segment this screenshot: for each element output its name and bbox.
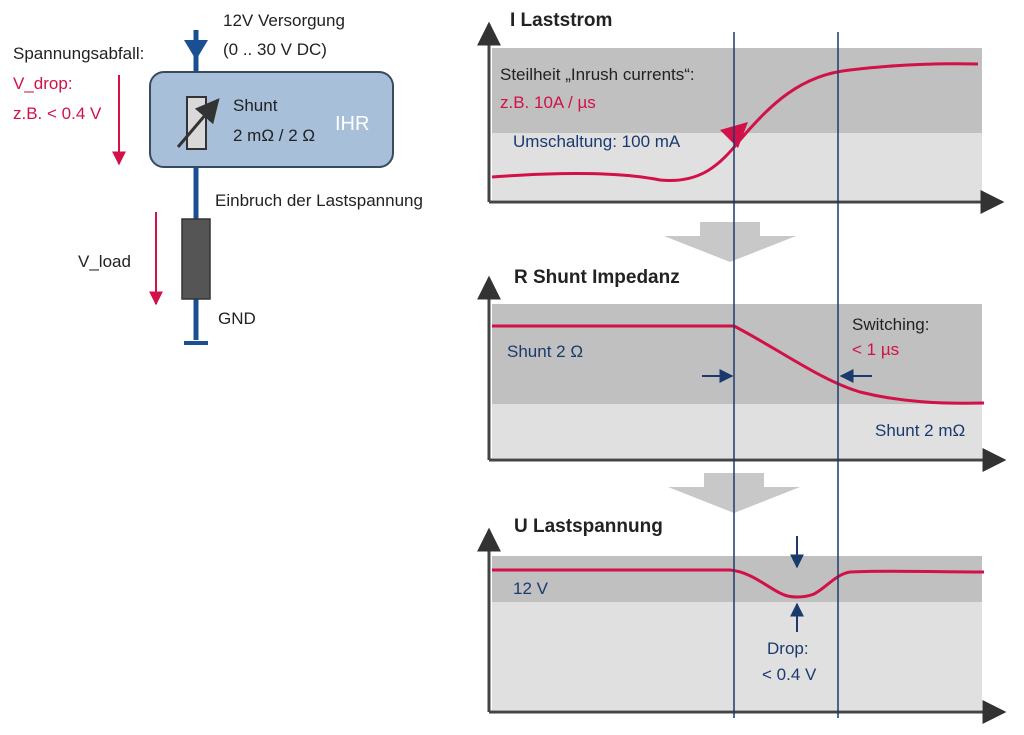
supply-range: (0 .. 30 V DC) <box>223 40 327 59</box>
voltage-drop-value: < 0.4 V <box>762 665 817 684</box>
drop-heading: Spannungsabfall: <box>13 44 144 63</box>
circuit-schematic: IHR Shunt 2 mΩ / 2 Ω 12V Versorgung (0 .… <box>13 11 423 345</box>
impedance-curve <box>492 324 985 405</box>
load-label: V_load <box>78 252 131 271</box>
current-title: I Laststrom <box>510 10 612 31</box>
panel-current: I Laststrom Steilheit „Inrush currents“:… <box>477 10 1005 214</box>
voltage-title: U Lastspannung <box>514 516 663 537</box>
gnd-label: GND <box>218 309 256 328</box>
switching-label: Switching: <box>852 315 929 334</box>
voltage-drop-label: Drop: <box>767 639 809 658</box>
current-band-dark <box>492 48 982 133</box>
variable-arrow-icon <box>176 98 220 148</box>
shunt-label: Shunt <box>233 96 278 115</box>
supply-label: 12V Versorgung <box>223 11 345 30</box>
impedance-title: R Shunt Impedanz <box>514 267 680 288</box>
drop-variable: V_drop: <box>13 74 73 93</box>
load-dip-label: Einbruch der Lastspannung <box>215 191 423 210</box>
switching-value: < 1 µs <box>852 340 899 359</box>
load-resistor <box>181 218 211 300</box>
shunt-high-label: Shunt 2 Ω <box>507 342 583 361</box>
voltage-level-label: 12 V <box>513 579 549 598</box>
transition-arrow-icon <box>664 222 796 262</box>
switch-label: Umschaltung: 100 mA <box>513 132 681 151</box>
supply-arrow-icon <box>184 40 208 60</box>
voltage-band-dark <box>492 556 982 602</box>
voltage-curve <box>492 568 985 599</box>
ihr-label: IHR <box>335 113 369 135</box>
shunt-value: 2 mΩ / 2 Ω <box>233 126 315 145</box>
impedance-band-light <box>492 404 982 458</box>
impedance-band-dark <box>492 304 982 404</box>
panel-impedance: R Shunt Impedanz Switching: < 1 µs Shunt… <box>477 267 1007 472</box>
ihr-box <box>149 71 394 168</box>
slope-label: Steilheit „Inrush currents“: <box>500 65 695 84</box>
panel-voltage: U Lastspannung 12 V Drop: < 0.4 V <box>477 516 1007 724</box>
slope-value: z.B. 10A / µs <box>500 93 596 112</box>
drop-value: z.B. < 0.4 V <box>13 104 102 123</box>
shunt-low-label: Shunt 2 mΩ <box>875 421 965 440</box>
voltage-band-light <box>492 602 982 710</box>
